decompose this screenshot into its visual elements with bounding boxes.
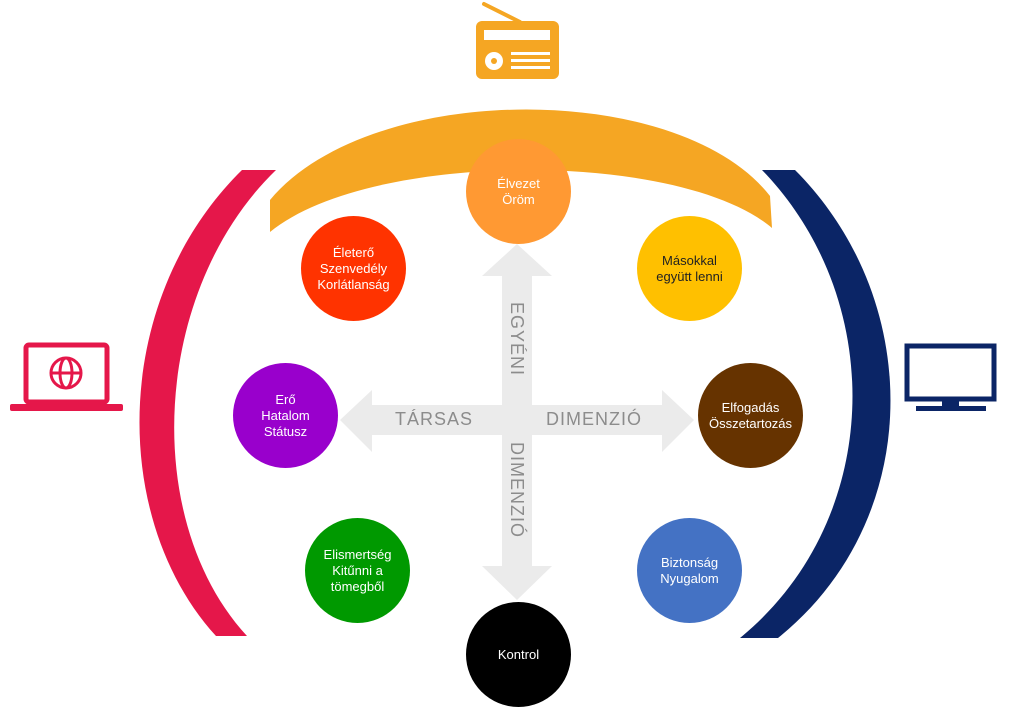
node-line: együtt lenni xyxy=(656,268,723,284)
node-line: Elfogadás xyxy=(721,399,780,415)
node-line: Nyugalom xyxy=(660,570,719,586)
node-line: Életerő xyxy=(332,244,375,260)
laptop-arc xyxy=(139,170,276,636)
node-kontrol: Kontrol xyxy=(466,602,571,707)
axis-label-top: EGYÉNI xyxy=(507,302,527,377)
arrow-up xyxy=(482,244,552,410)
laptop-globe-icon xyxy=(10,342,123,411)
axis-label-bottom: DIMENZIÓ xyxy=(507,442,527,538)
node-elfogadas: Elfogadás Összetartozás xyxy=(698,363,803,468)
radio-icon xyxy=(476,2,559,79)
node-eletero: Életerő Szenvedély Korlátlanság xyxy=(301,216,406,321)
arrow-right xyxy=(532,390,694,452)
radio-arc xyxy=(270,109,772,232)
arrow-down xyxy=(482,430,552,600)
node-line: Erő xyxy=(275,391,296,407)
node-line: Kontrol xyxy=(497,646,540,662)
node-line: Összetartozás xyxy=(708,415,793,431)
tv-arc xyxy=(740,170,891,638)
node-line: tömegből xyxy=(330,578,385,594)
node-line: Szenvedély xyxy=(319,260,388,276)
node-elvezet: Élvezet Öröm xyxy=(466,139,571,244)
node-line: Elismertség xyxy=(323,546,392,562)
node-ero: Erő Hatalom Státusz xyxy=(233,363,338,468)
node-line: Korlátlanság xyxy=(317,276,390,292)
node-line: Öröm xyxy=(502,191,535,207)
node-masokkal: Másokkal együtt lenni xyxy=(637,216,742,321)
node-line: Státusz xyxy=(263,423,308,439)
dimension-arrows xyxy=(340,244,694,600)
node-biztonsag: Biztonság Nyugalom xyxy=(637,518,742,623)
arrow-left xyxy=(340,390,502,452)
node-line: Másokkal xyxy=(662,252,717,268)
node-elismertseg: Elismertség Kitűnni a tömegből xyxy=(305,518,410,623)
axis-label-left: TÁRSAS xyxy=(395,409,474,429)
node-line: Biztonság xyxy=(660,554,719,570)
node-line: Hatalom xyxy=(261,407,310,423)
node-line: Kitűnni a xyxy=(332,562,383,578)
node-line: Élvezet xyxy=(497,175,540,191)
tv-monitor-icon xyxy=(904,343,997,411)
axis-label-right: DIMENZIÓ xyxy=(546,409,642,429)
